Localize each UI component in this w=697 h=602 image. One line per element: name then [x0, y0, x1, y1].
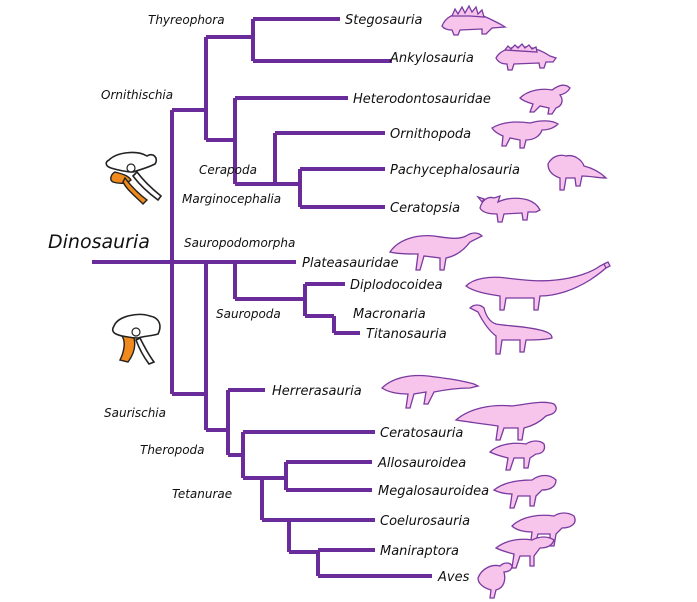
branch-macronaria — [305, 314, 360, 335]
clade-label-tetanurae: Tetanurae — [172, 487, 232, 501]
clade-label-marginocephalia: Marginocephalia — [182, 192, 281, 206]
clade-label-sauropodomorpha: Sauropodomorpha — [184, 236, 295, 250]
branch-sauropoda — [235, 282, 345, 316]
clade-label-thyreophora: Thyreophora — [148, 13, 225, 27]
branch-cerapoda — [206, 98, 237, 184]
root-label: Dinosauria — [48, 231, 150, 253]
heterodontosaur-icon — [519, 84, 571, 115]
branch-orionides — [262, 460, 372, 492]
saurischian-pelvis-icon — [111, 313, 161, 365]
taxon-label-maniraptora: Maniraptora — [380, 544, 459, 559]
megalosaur-icon — [492, 474, 557, 509]
branch-saurischia-lower — [172, 392, 208, 430]
plateosaur-icon — [388, 232, 484, 271]
taxon-label-pachycephalosauria: Pachycephalosauria — [390, 163, 520, 178]
tree-branches — [92, 17, 432, 578]
taxon-label-herrerasauria: Herrerasauria — [272, 384, 362, 399]
branch-neornithischia — [235, 133, 277, 186]
taxon-label-heterodontosauridae: Heterodontosauridae — [353, 92, 491, 107]
pachycephalosaur-icon — [547, 154, 608, 191]
maniraptoran-icon — [494, 536, 555, 569]
labels: Dinosauria Thyreophora Ornithischia Cera… — [48, 13, 520, 585]
herrerasaur-icon — [380, 374, 480, 409]
branch-theropoda — [228, 432, 245, 478]
branch-sauropodomorpha-stem — [172, 260, 208, 394]
ceratosaur-icon — [454, 401, 557, 441]
clade-label-cerapoda: Cerapoda — [199, 163, 257, 177]
branch-ornithischia — [172, 37, 208, 140]
taxon-label-ankylosauria: Ankylosauria — [389, 51, 474, 66]
branch-tetanurae — [243, 476, 264, 520]
taxon-label-stegosauria: Stegosauria — [345, 13, 422, 28]
taxon-label-macronaria: Macronaria — [353, 307, 426, 322]
branch-coelurosauria-split — [262, 518, 291, 552]
diplodocid-icon — [465, 261, 611, 311]
branch-sauropodomorpha — [206, 260, 237, 299]
taxon-label-plateasauridae: Plateasauridae — [302, 256, 399, 271]
branch-marginocephalia — [275, 167, 385, 209]
taxon-label-aves: Aves — [437, 570, 470, 585]
coelurosaur-icon — [511, 512, 576, 549]
taxon-label-allosauroidea: Allosauroidea — [377, 456, 466, 471]
clade-label-theropoda: Theropoda — [140, 443, 205, 457]
branch-thyreophora — [206, 17, 392, 63]
clade-label-saurischia: Saurischia — [104, 406, 166, 420]
ornithopod-icon — [491, 120, 560, 149]
titanosaur-icon — [468, 304, 553, 355]
taxon-label-ceratosauria: Ceratosauria — [380, 426, 463, 441]
stegosaur-icon — [441, 4, 508, 36]
taxon-label-diplodocoidea: Diplodocoidea — [350, 278, 443, 293]
bird-icon — [477, 562, 513, 599]
clade-label-sauropoda: Sauropoda — [216, 307, 281, 321]
branch-maniraptora — [289, 548, 432, 578]
ceratopsian-icon — [476, 194, 541, 223]
allosaur-icon — [488, 440, 546, 471]
ankylosaur-icon — [495, 43, 558, 71]
taxon-label-ornithopoda: Ornithopoda — [390, 127, 471, 142]
taxon-label-megalosauroidea: Megalosauroidea — [378, 484, 489, 499]
ornithischian-pelvis-icon — [105, 151, 163, 205]
taxon-label-ceratopsia: Ceratopsia — [390, 201, 460, 216]
taxon-label-coelurosauria: Coelurosauria — [380, 514, 470, 529]
branch-herrerasauria-split — [206, 390, 230, 455]
taxon-label-titanosauria: Titanosauria — [366, 327, 447, 342]
clade-label-ornithischia: Ornithischia — [101, 88, 173, 102]
